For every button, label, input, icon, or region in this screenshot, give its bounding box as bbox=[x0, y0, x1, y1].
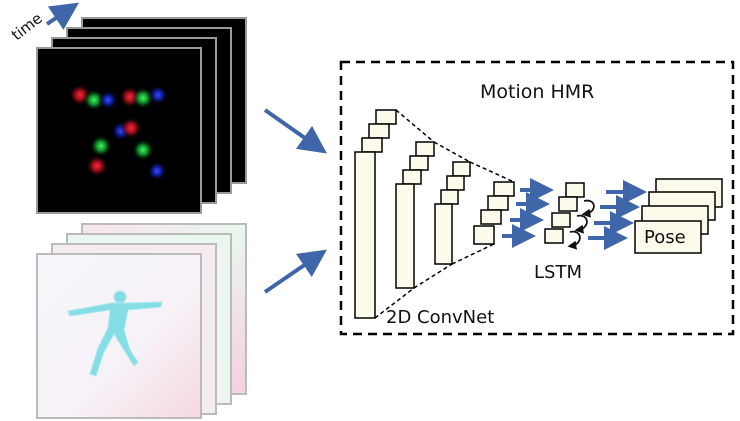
convnet-blocks bbox=[354, 109, 515, 319]
pose-output-stack bbox=[634, 178, 723, 254]
model-title: Motion HMR bbox=[480, 81, 595, 103]
pose-label: Pose bbox=[644, 227, 686, 248]
optical-flow-stack bbox=[36, 223, 247, 419]
keypoint-heatmap-stack bbox=[36, 17, 247, 214]
lstm-cells bbox=[544, 182, 595, 250]
arrow-flow-to-model bbox=[263, 249, 327, 294]
arrow-heatmap-to-model bbox=[263, 108, 327, 154]
flow-silhouette bbox=[67, 290, 163, 377]
arrows-lstm-to-pose bbox=[588, 180, 647, 250]
lstm-label: LSTM bbox=[534, 262, 582, 283]
convnet-label: 2D ConvNet bbox=[386, 307, 495, 328]
convnet-connectors bbox=[374, 109, 515, 319]
arrows-conv-to-lstm bbox=[502, 178, 554, 248]
time-arrow-icon bbox=[45, 2, 79, 30]
keypoint-blobs bbox=[69, 84, 168, 181]
model-dashed-border bbox=[339, 60, 735, 336]
